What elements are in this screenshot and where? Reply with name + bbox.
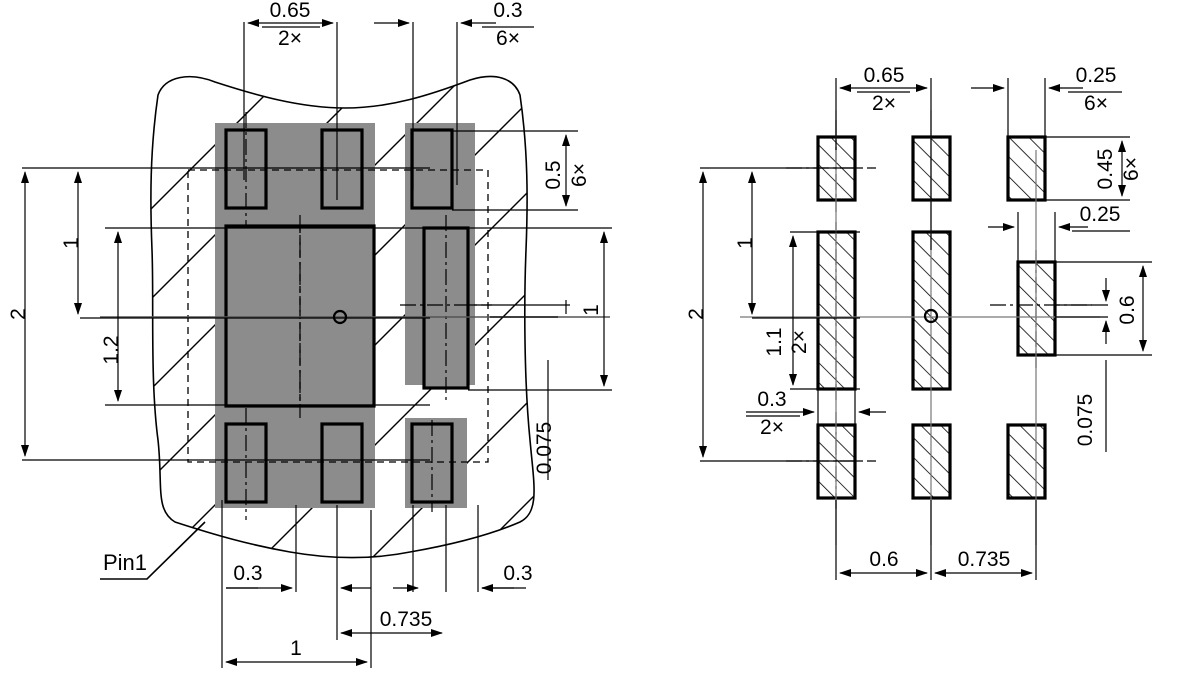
pin1-callout: Pin1 [100, 521, 206, 580]
dim-bottom-overall-1: 1 [290, 637, 302, 660]
left-top-dimension-lines [243, 19, 496, 200]
right-datum-origin-circle [923, 308, 939, 324]
right-0p45-dimension-lines [1045, 136, 1130, 201]
left-bottom-dimension-labels: 0.3 0.3 0.735 1 [233, 562, 532, 660]
left-vertical-dimension-labels: 2 1 1.2 [7, 237, 123, 364]
right-stencil-view: 0.65 2× 0.25 6× 0.45 6× 0.25 [685, 64, 1152, 580]
dim-bottom-left-0p3: 0.3 [233, 562, 262, 585]
dim-top-pad-width-mult: 6× [496, 27, 520, 50]
component-body-extent [187, 169, 489, 463]
rdim-top-pitch-value: 0.65 [864, 64, 905, 87]
right-mid-0p25-dimension-lines [988, 212, 1130, 268]
right-0p3-dimension-lines [746, 389, 886, 432]
dim-offset-0p075: 0.075 [533, 422, 556, 475]
pad-top-right [410, 128, 454, 210]
left-land-pattern-view: 0.65 2× 0.3 6× 2 1 1.2 [7, 0, 612, 668]
left-bottom-dimension-lines [221, 500, 526, 668]
dim-top-pad-width-value: 0.3 [493, 0, 522, 22]
left-top-dimension-labels: 0.65 2× 0.3 6× [262, 0, 534, 50]
left-right-dimension-lines [452, 130, 612, 480]
rdim-bottom-0p735: 0.735 [958, 548, 1011, 571]
right-top-dimension-lines [835, 78, 1122, 250]
dim-pad-height-mult: 6× [568, 163, 591, 187]
rdim-mid-aperture-width-0p25: 0.25 [1080, 203, 1121, 226]
dim-body-height-1p2: 1.2 [100, 335, 123, 364]
rdim-bottom-0p6: 0.6 [869, 548, 898, 571]
pin1-label: Pin1 [103, 550, 147, 575]
pad-top-mid [320, 128, 364, 210]
left-right-dimension-labels: 0.5 6× 1 0.075 [533, 160, 603, 474]
rdim-tall-height-mult: 2× [788, 330, 811, 354]
right-bottom-dimension-lines [835, 500, 1037, 580]
dim-top-pitch-mult: 2× [278, 27, 302, 50]
rdim-gap-0p3: 0.3 [757, 388, 786, 411]
dim-inner-height-1: 1 [580, 304, 603, 316]
rdim-aperture-height-0p45: 0.45 [1094, 149, 1117, 190]
rdim-mid-height-0p6: 0.6 [1116, 295, 1139, 324]
aperture-top-right [1006, 135, 1047, 202]
rdim-aperture-height-mult: 6× [1120, 157, 1143, 181]
rdim-top-aperture-width-mult: 6× [1084, 92, 1108, 115]
aperture-bottom-right [1006, 423, 1047, 500]
rdim-top-aperture-width: 0.25 [1076, 64, 1117, 87]
package-body-outline [150, 75, 535, 559]
dim-pad-height-0p5: 0.5 [542, 160, 565, 189]
right-left-dimension-lines [699, 167, 860, 462]
dim-bottom-right-0p3: 0.3 [503, 562, 532, 585]
left-vertical-dimension-lines [21, 167, 430, 461]
dim-mid-height-1: 1 [60, 237, 83, 249]
dim-top-pitch-value: 0.65 [270, 0, 311, 22]
rdim-tall-height-1p1: 1.1 [763, 327, 786, 356]
rdim-mid-height-1: 1 [734, 237, 757, 249]
rdim-gap-mult: 2× [760, 416, 784, 439]
rdim-mid-offset-0p075: 0.075 [1074, 394, 1097, 447]
right-0p6-dimension-lines [1055, 261, 1152, 452]
rdim-overall-height-2: 2 [685, 308, 708, 320]
rdim-top-pitch-mult: 2× [872, 92, 896, 115]
dim-bottom-0p735: 0.735 [380, 608, 433, 631]
pad-bottom-mid [320, 422, 364, 504]
right-top-dimension-labels: 0.65 2× 0.25 6× [864, 64, 1117, 115]
dim-overall-height-2: 2 [7, 308, 30, 320]
